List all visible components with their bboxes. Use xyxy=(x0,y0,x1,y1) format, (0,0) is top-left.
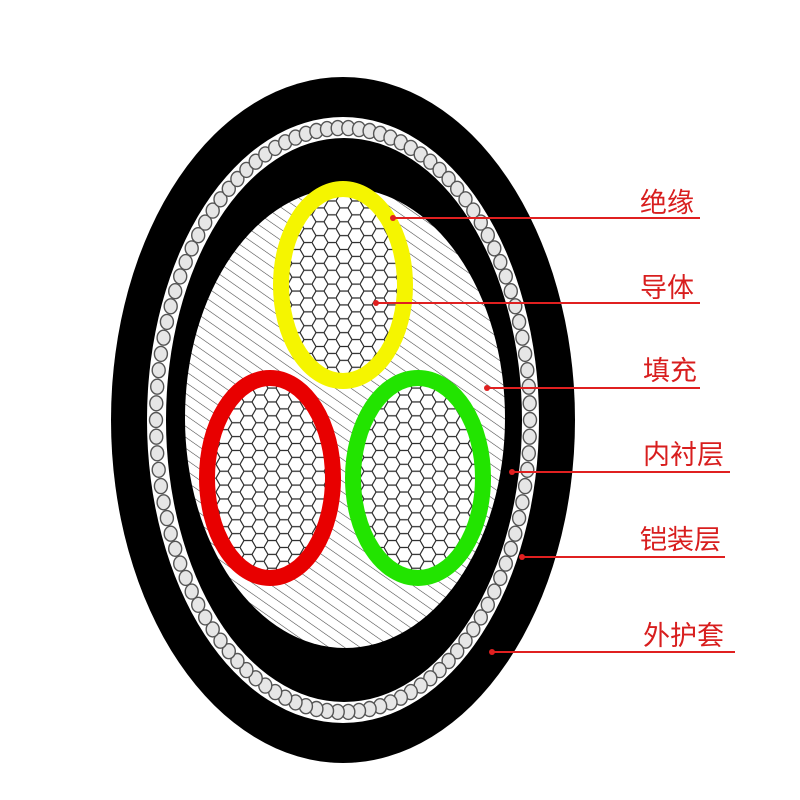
armor-wire xyxy=(520,461,535,478)
armor-wire xyxy=(221,643,237,660)
armor-wire xyxy=(521,445,536,462)
armor-wire xyxy=(221,180,237,198)
armor-wire xyxy=(520,362,535,379)
armor-wire xyxy=(450,643,465,660)
armor-wires xyxy=(148,119,538,721)
armor-wire xyxy=(473,609,488,626)
armor-wire xyxy=(167,540,183,557)
label-conductor: 导体 xyxy=(640,273,694,304)
armor-wire xyxy=(149,378,165,395)
armor-wire xyxy=(178,569,193,587)
armor-wire xyxy=(151,362,166,379)
armor-wire xyxy=(517,477,533,495)
armor-wire xyxy=(498,555,513,572)
armor-wire xyxy=(515,494,530,511)
armor-wire xyxy=(498,268,513,285)
armor-wire xyxy=(441,170,456,188)
armor-wire xyxy=(197,214,213,231)
armor-wire xyxy=(487,240,502,257)
armor-wire xyxy=(153,345,169,363)
armor-wire xyxy=(184,240,199,257)
armor-wire xyxy=(508,525,523,542)
armor-wire xyxy=(213,632,228,649)
core-yellow xyxy=(273,181,413,389)
armor-wire xyxy=(480,596,495,613)
insulation-green xyxy=(345,370,491,586)
armor-wire xyxy=(172,268,188,285)
armor-wire xyxy=(149,428,164,445)
armor-wire xyxy=(450,180,465,198)
armor-wire xyxy=(458,191,473,208)
label-insulation: 绝缘 xyxy=(640,188,694,219)
armor-wire xyxy=(432,161,447,179)
label-filler: 填充 xyxy=(643,356,697,387)
armor-wire xyxy=(458,632,473,649)
armor-wire xyxy=(159,509,175,527)
armor-wire xyxy=(156,494,171,511)
armor-wire xyxy=(153,477,169,495)
armor-wire xyxy=(511,509,527,527)
armor-wire xyxy=(522,395,537,412)
armor-wire xyxy=(487,583,502,600)
armor-wire xyxy=(466,621,481,638)
armor-wire xyxy=(503,540,518,557)
armor-wire xyxy=(184,583,199,600)
armor-wire xyxy=(197,609,213,626)
armor-wire xyxy=(163,298,178,315)
armor-wire xyxy=(521,378,536,395)
label-inner-lining: 内衬层 xyxy=(643,440,724,471)
armor-wire xyxy=(190,596,206,613)
core-red xyxy=(199,370,341,586)
armor-wire xyxy=(522,428,537,445)
armor-wire xyxy=(441,652,456,670)
armor-wire xyxy=(239,661,254,679)
armor-wire xyxy=(148,411,164,429)
armor-wire xyxy=(480,226,495,244)
armor-wire xyxy=(178,253,193,271)
armor-wire xyxy=(493,569,508,587)
armor-wire xyxy=(163,525,178,542)
core-green xyxy=(345,370,491,586)
armor-wire xyxy=(149,395,164,412)
armor-wire xyxy=(149,445,165,462)
label-outer-sheath: 外护套 xyxy=(643,621,724,652)
armor-wire xyxy=(230,170,245,188)
armor-wire xyxy=(522,411,538,429)
armor-wire xyxy=(156,329,171,346)
armor-wire xyxy=(517,345,533,363)
armor-wire xyxy=(205,621,220,638)
armor-wire xyxy=(159,313,175,331)
armor-wire xyxy=(205,202,220,219)
armor-wire xyxy=(515,329,530,346)
armor-wire xyxy=(230,652,245,670)
armor-wire xyxy=(190,226,206,244)
insulation-yellow xyxy=(273,181,413,389)
insulation-red xyxy=(199,370,341,586)
armor-wire xyxy=(151,461,166,478)
armor-wire xyxy=(493,253,508,271)
armor-wire xyxy=(213,191,228,208)
armor-wire xyxy=(503,283,518,300)
label-armor: 铠装层 xyxy=(640,525,721,556)
armor-wire xyxy=(511,313,527,331)
armor-wire xyxy=(172,555,188,572)
armor-wire xyxy=(167,283,183,300)
armor-wire xyxy=(508,298,523,315)
